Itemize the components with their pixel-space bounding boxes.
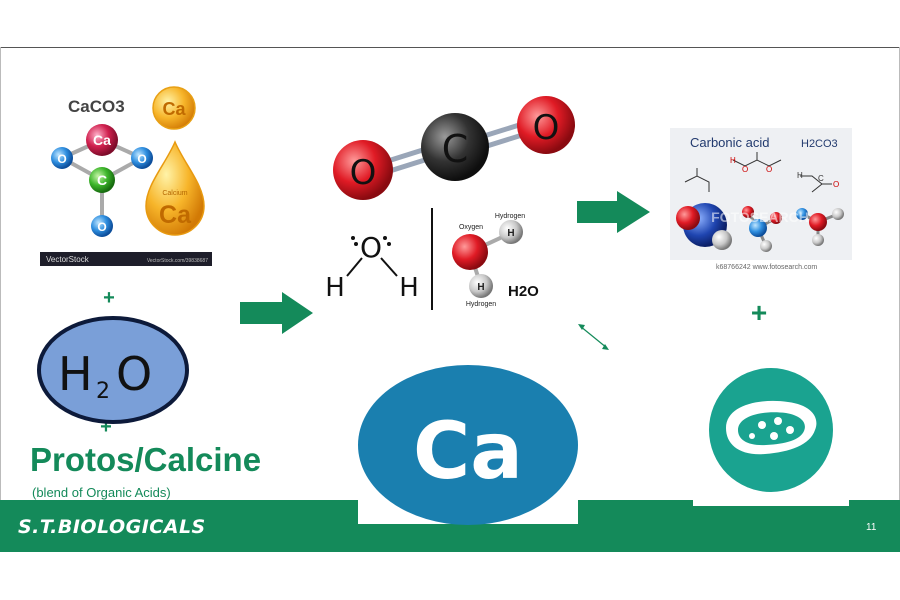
- water-o: O: [116, 347, 152, 401]
- oxygen-atom-label: O: [97, 220, 106, 234]
- plus-sign: +: [103, 287, 115, 309]
- water-ball-formula: H2O: [508, 283, 539, 300]
- carbon-atom: [89, 167, 115, 193]
- hydrogen-atom: [469, 274, 493, 298]
- calcium-drop: Calcium Ca: [145, 140, 205, 236]
- structure-atom: O: [766, 165, 772, 174]
- calcium-circle: Ca: [358, 365, 578, 525]
- lewis-hydrogen: H: [399, 273, 419, 303]
- slide-edge-left: [0, 47, 1, 552]
- mitochondria-icon: [693, 368, 849, 506]
- oxygen-atom: [517, 96, 575, 154]
- co2-center-label: C: [442, 127, 469, 171]
- structure-atom: H: [797, 171, 803, 180]
- arrow-right-icon: [577, 191, 650, 233]
- carbonic-acid-formula: H2CO3: [801, 138, 838, 150]
- hydrogen-bottom-label: Hydrogen: [466, 301, 496, 308]
- company-logo: S.T.BIOLOGICALS: [18, 516, 206, 538]
- top-rule: [0, 47, 900, 48]
- oxygen-atom: [452, 234, 488, 270]
- structure-atom: O: [833, 180, 839, 189]
- water-ball-model: H H Hydrogen Oxygen Hydrogen H2O: [452, 213, 539, 308]
- structure-atom: O: [742, 165, 748, 174]
- carbonic-acid-title: Carbonic acid: [690, 135, 770, 150]
- vectorstock-watermark: VectorStock: [46, 255, 90, 264]
- protos-subtitle: (blend of Organic Acids): [32, 485, 171, 500]
- fotosearch-credit: k68766242 www.fotosearch.com: [716, 264, 817, 271]
- plus-sign: +: [751, 297, 767, 328]
- oxygen-atom: [51, 147, 73, 169]
- hydrogen-top-label: Hydrogen: [495, 213, 525, 220]
- calcium-carbonate-molecule: Ca C O O O CaCO3: [51, 97, 153, 237]
- oxygen-atom: [131, 147, 153, 169]
- protos-title: Protos/Calcine: [30, 441, 262, 478]
- water-lewis-structure: O H H: [325, 208, 433, 310]
- calcium-drop-label: Calcium: [162, 190, 187, 197]
- caco3-formula: CaCO3: [68, 97, 125, 116]
- oxygen-atom: [91, 215, 113, 237]
- ca-atom: [86, 124, 118, 156]
- carbon-atom-label: C: [97, 172, 107, 188]
- co2-molecule: O C O: [333, 96, 575, 200]
- hydrogen-atom: [499, 220, 523, 244]
- co2-left-label: O: [350, 153, 377, 193]
- arrow-right-icon: [240, 292, 313, 334]
- co2-right-label: O: [533, 108, 560, 148]
- ca-coin-label: Ca: [162, 99, 186, 119]
- calcium-symbol: Ca: [413, 407, 523, 497]
- oxygen-atom-label: O: [57, 152, 66, 166]
- fotosearch-watermark: FOTOSEARCH: [711, 209, 809, 225]
- calcium-coin: Ca: [152, 86, 196, 130]
- water-subscript: 2: [96, 379, 110, 404]
- carbon-atom: [421, 113, 489, 181]
- calcium-drop-symbol: Ca: [159, 201, 192, 229]
- hydrogen-atom-label: H: [507, 228, 514, 239]
- water-oval: H 2 O: [37, 316, 189, 424]
- oxygen-atom: [333, 140, 393, 200]
- water-h: H: [58, 347, 93, 401]
- oxygen-label: Oxygen: [459, 224, 483, 231]
- hydrogen-atom-label: H: [477, 282, 484, 293]
- vectorstock-id: VectorStock.com/39838687: [147, 258, 208, 264]
- double-arrow-icon: [578, 324, 609, 350]
- page-number: 11: [866, 522, 877, 533]
- structure-atom: H: [730, 156, 736, 165]
- lewis-hydrogen: H: [325, 273, 345, 303]
- lewis-oxygen: O: [360, 231, 382, 264]
- structure-atom: C: [818, 174, 824, 183]
- oxygen-atom-label: O: [137, 152, 146, 166]
- ca-atom-label: Ca: [93, 132, 111, 148]
- vectorstock-bar: [40, 252, 212, 266]
- plus-sign: +: [100, 416, 112, 438]
- carbonic-acid-panel: Carbonic acid H2CO3 H O O H O C: [670, 128, 852, 260]
